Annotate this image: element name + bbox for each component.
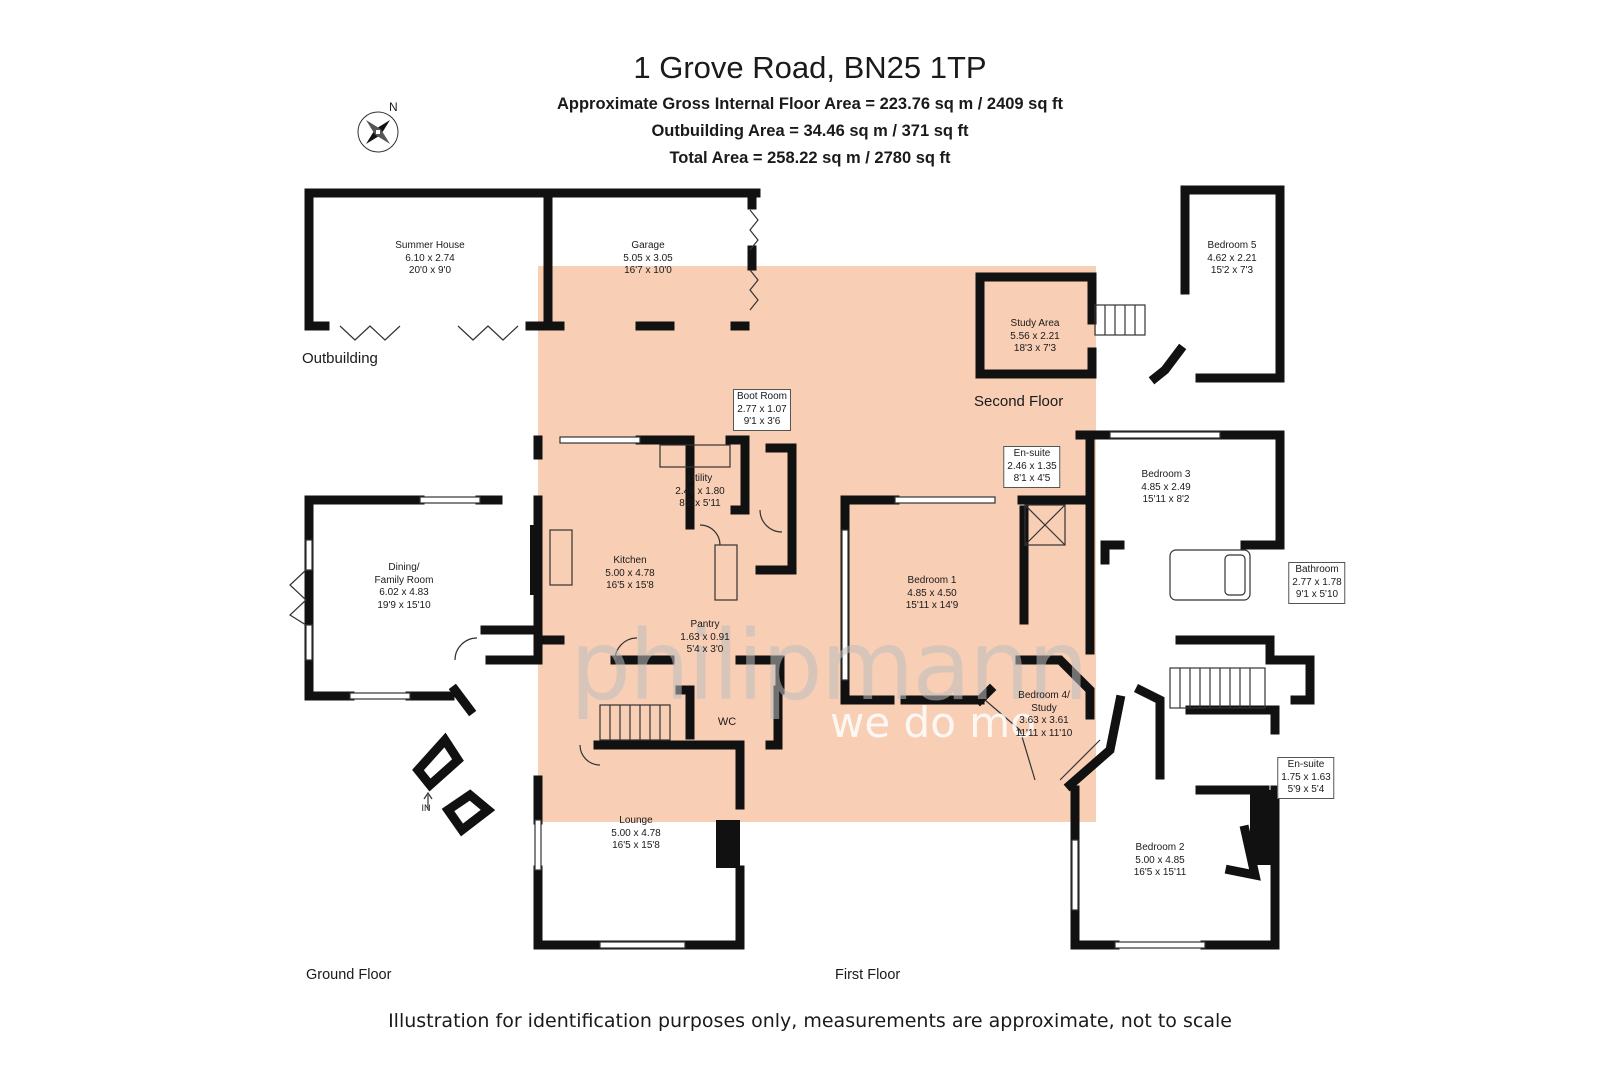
compass-north-label: N <box>389 100 398 114</box>
room-wc: WC <box>717 716 737 728</box>
outbuilding-walls <box>304 188 761 331</box>
watermark-brand: philipmann <box>570 610 1089 722</box>
gross-area-text: Approximate Gross Internal Floor Area = … <box>556 95 1064 113</box>
second-floor-walls <box>975 272 1097 379</box>
floor-label-ground: Ground Floor <box>306 967 392 983</box>
compass-rose-icon <box>357 111 399 153</box>
watermark-tagline: we do mo <box>830 698 1036 747</box>
floor-label-second: Second Floor <box>974 393 1064 410</box>
highlight-overlay <box>538 266 1096 822</box>
outbuilding-area-text: Outbuilding Area = 34.46 sq m / 371 sq f… <box>651 122 969 140</box>
floor-label-outbuilding: Outbuilding <box>302 350 378 367</box>
entrance-label: IN <box>421 803 431 813</box>
total-area-text: Total Area = 258.22 sq m / 2780 sq ft <box>669 149 951 167</box>
disclaimer-footer: Illustration for identification purposes… <box>388 1010 1232 1032</box>
page-title: 1 Grove Road, BN25 1TP <box>633 50 987 85</box>
floor-label-first: First Floor <box>835 967 901 983</box>
